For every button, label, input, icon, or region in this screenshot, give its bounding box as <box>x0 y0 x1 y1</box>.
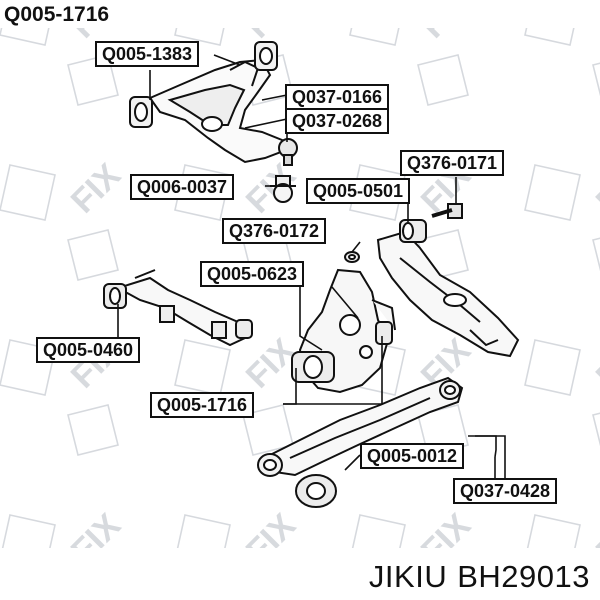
label-q037-0428[interactable]: Q037-0428 <box>453 478 558 504</box>
label-q037-0166[interactable]: Q037-0166 <box>285 84 390 110</box>
label-q376-0172[interactable]: Q376-0172 <box>222 218 327 244</box>
label-q005-1383[interactable]: Q005-1383 <box>95 41 200 67</box>
knuckle-bushing <box>291 351 335 383</box>
upper-arm-bushing-rear <box>254 41 278 71</box>
label-q005-0012[interactable]: Q005-0012 <box>360 443 465 469</box>
footer-brand-part: JIKIU BH29013 <box>359 558 590 596</box>
knuckle-bushing-upper <box>375 321 393 345</box>
lower-arm-bushing <box>295 474 337 508</box>
washer-part <box>344 251 360 263</box>
label-q005-0623[interactable]: Q005-0623 <box>200 261 305 287</box>
label-q005-0501[interactable]: Q005-0501 <box>306 178 411 204</box>
lower-lateral-arm <box>257 376 464 477</box>
page-title: Q005-1716 <box>4 3 110 26</box>
leader-lines <box>117 54 506 490</box>
footer-part-number: BH29013 <box>457 559 590 594</box>
upper-arm-bushing-front <box>129 96 153 128</box>
lateral-link-bushing <box>103 283 127 309</box>
ball-joint-part <box>270 175 296 203</box>
label-q006-0037[interactable]: Q006-0037 <box>130 174 235 200</box>
bolt-part <box>431 203 463 219</box>
upper-ball-joint <box>278 138 298 166</box>
label-q005-0460[interactable]: Q005-0460 <box>36 337 141 363</box>
label-q037-0268[interactable]: Q037-0268 <box>285 108 390 134</box>
label-q005-1716[interactable]: Q005-1716 <box>150 392 255 418</box>
trailing-arm <box>376 230 520 358</box>
footer-brand: JIKIU <box>368 559 448 594</box>
trailing-arm-bushing <box>399 219 427 243</box>
lateral-link-bushing-right <box>235 319 253 339</box>
label-q376-0171[interactable]: Q376-0171 <box>400 150 505 176</box>
upper-control-arm <box>148 58 288 164</box>
